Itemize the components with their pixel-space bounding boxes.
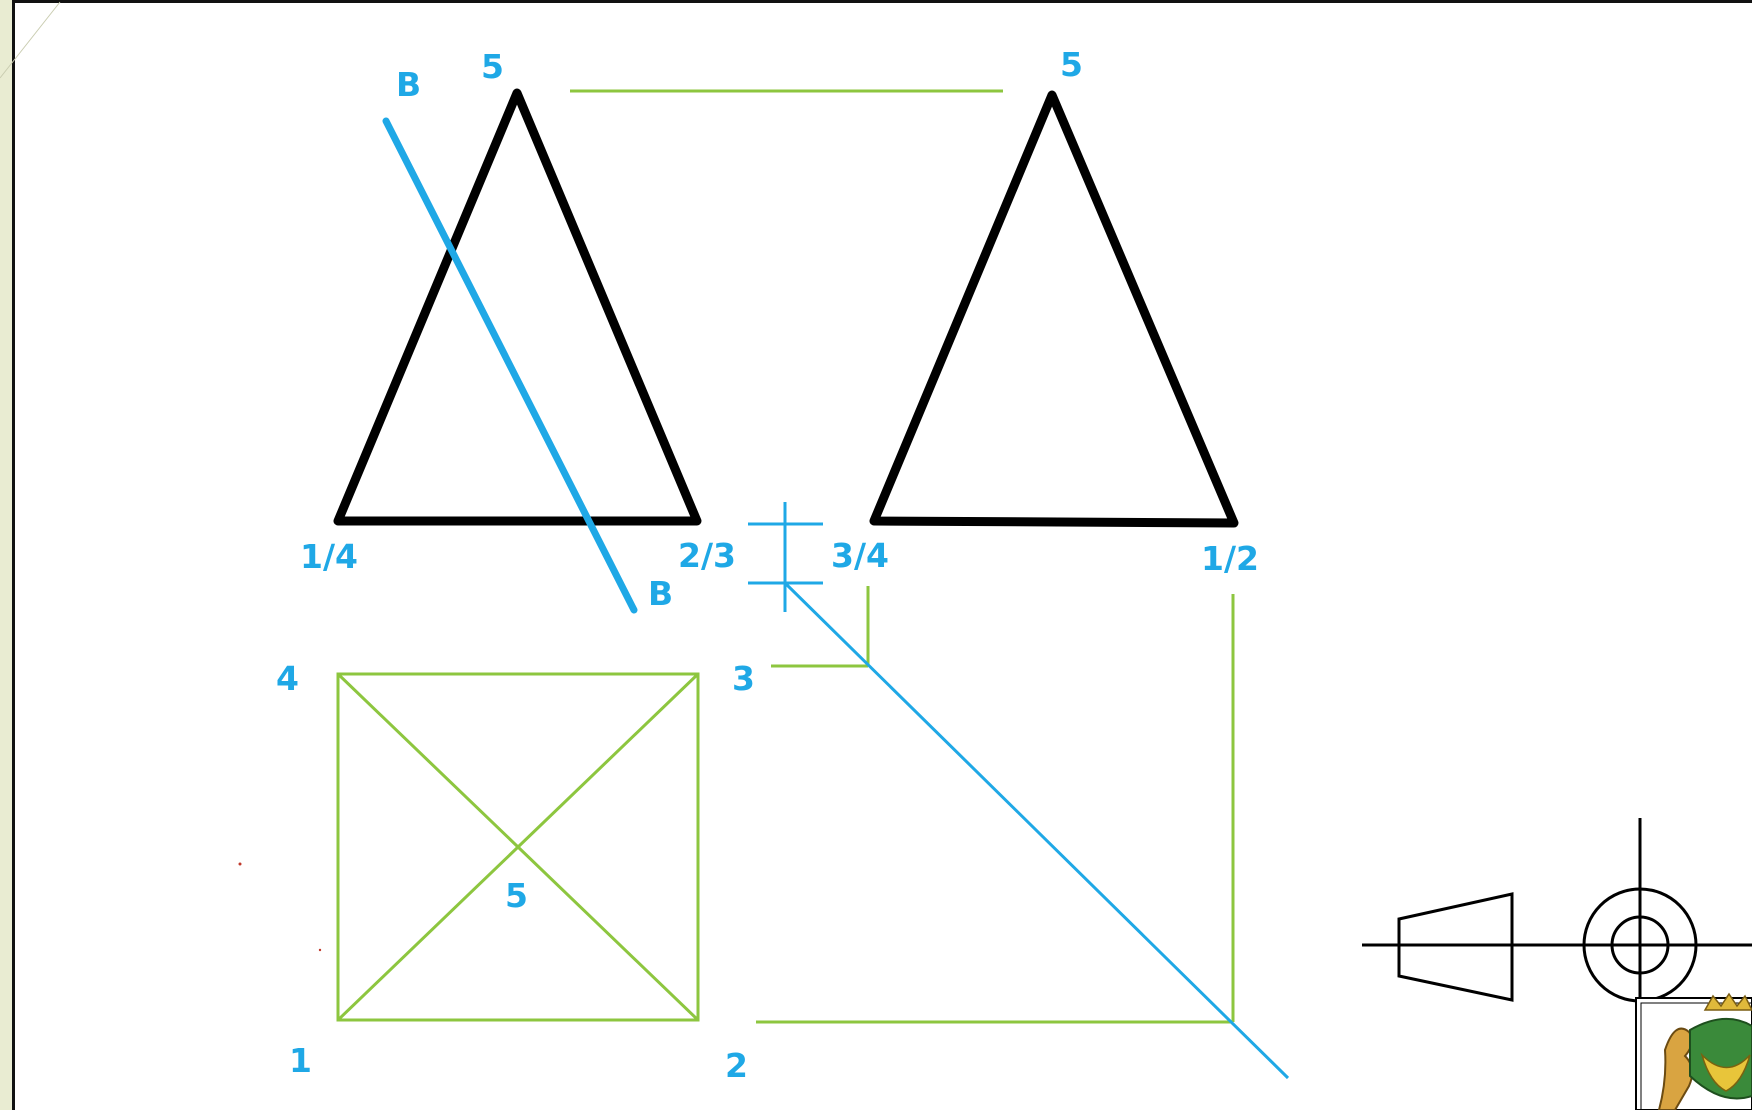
drawing-sheet (12, 0, 1752, 1110)
top-corner-label-2: 2 (725, 1046, 748, 1085)
sheet-corner-mark (0, 1, 61, 79)
side-bottom-right-label: 1/2 (1201, 539, 1259, 578)
front-bottom-left-label: 1/4 (300, 537, 358, 576)
coat-of-arms-emblem (1635, 992, 1752, 1110)
cutting-plane-labels: B B (396, 65, 673, 613)
top-corner-label-1: 1 (289, 1041, 312, 1080)
side-bottom-left-label: 3/4 (831, 536, 889, 575)
speck (318, 948, 322, 952)
projection-lines (570, 89, 1235, 1024)
side-view-triangle (869, 90, 1239, 528)
side-apex-label: 5 (1060, 45, 1083, 84)
front-apex-label: 5 (481, 47, 504, 86)
side-view-labels: 5 3/4 1/2 (831, 45, 1259, 578)
speck (238, 862, 242, 866)
cutting-plane-label-top: B (396, 65, 421, 104)
top-view-labels: 4 3 1 2 5 (276, 659, 755, 1085)
cutting-plane-line (382, 117, 638, 614)
mitre-construction (748, 502, 1290, 1080)
front-view-triangle (333, 88, 702, 526)
top-corner-label-4: 4 (276, 659, 299, 698)
front-view-labels: 5 1/4 2/3 (300, 47, 736, 576)
mitre-line (783, 581, 1290, 1080)
front-bottom-right-label: 2/3 (678, 536, 736, 575)
top-view (336, 672, 700, 1022)
top-corner-label-3: 3 (732, 659, 755, 698)
top-center-label-5: 5 (505, 876, 528, 915)
top-view-diagonal-2 (336, 672, 700, 1022)
top-view-square (336, 672, 700, 1022)
cutting-plane-label-bottom: B (648, 574, 673, 613)
